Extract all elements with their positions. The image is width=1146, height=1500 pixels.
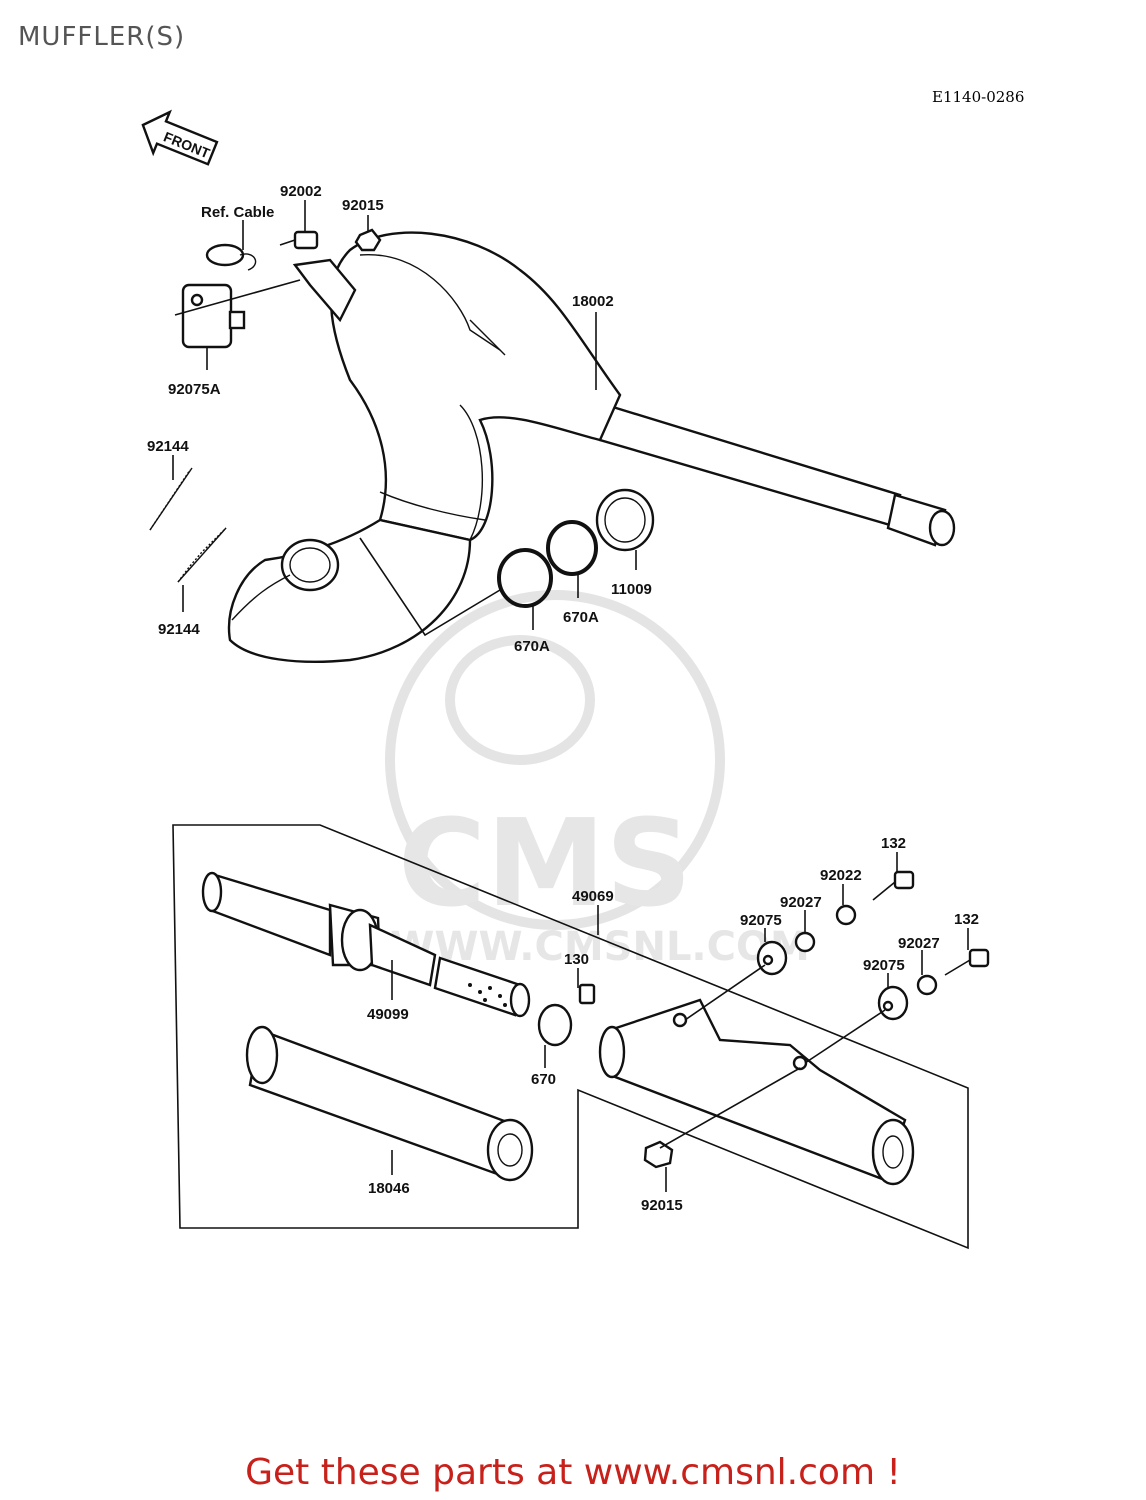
callout-92075-a: 92075 [740,912,782,929]
plug-130 [578,983,596,1005]
expansion-chamber-18002 [227,231,956,663]
page-title: MUFFLER(S) [18,22,186,52]
damper-92075-b [877,985,909,1021]
ring-11009 [595,488,655,552]
collar-92027-a [794,931,816,953]
callout-670A-a: 670A [563,609,599,626]
callout-92027-b: 92027 [898,935,940,952]
front-arrow-icon: FRONT [141,109,219,166]
footer-link[interactable]: Get these parts at www.cmsnl.com ! [245,1452,901,1493]
inner-pipe-49099 [201,871,437,987]
upper-leader-lines [172,200,637,637]
nut-92015-bottom [643,1140,674,1169]
callout-92027-a: 92027 [780,894,822,911]
bolt-132-a [872,870,915,901]
silencer-frame [172,824,969,1250]
ref-cable-clip [205,243,257,271]
callout-92015-top: 92015 [342,197,384,214]
gasket-670A-b [546,520,598,576]
damper-92075A [181,283,246,349]
callout-92075A: 92075A [168,381,221,398]
damper-92075-a [756,940,788,976]
callout-670: 670 [531,1071,556,1088]
callout-130: 130 [564,951,589,968]
nut-92015-top [354,228,382,252]
callout-labels: 92002 92015 Ref. Cable 18002 92075A 9214… [147,183,979,1214]
silencer-body-49069 [598,998,915,1186]
callout-92022: 92022 [820,867,862,884]
packing-18046 [245,1025,534,1182]
callout-92015-bottom: 92015 [641,1197,683,1214]
cms-watermark: CMS WWW.CMSNL.COM [385,590,810,970]
callout-92002: 92002 [280,183,322,200]
callout-132-a: 132 [881,835,906,852]
collar-92027-b [916,974,938,996]
gasket-670A-a [497,548,553,608]
lower-leader-lines [391,852,969,1192]
svg-text:WWW.CMSNL.COM: WWW.CMSNL.COM [390,924,810,970]
callout-49069: 49069 [572,888,614,905]
parts-diagram: CMS WWW.CMSNL.COM FRONT [141,109,990,1250]
callout-132-b: 132 [954,911,979,928]
spring-92144-b [177,527,227,583]
o-ring-670 [537,1003,573,1047]
drawing-code: E1140-0286 [932,88,1025,106]
callout-18002: 18002 [572,293,614,310]
callout-ref-cable: Ref. Cable [201,204,274,221]
callout-92075-b: 92075 [863,957,905,974]
callout-92144-a: 92144 [147,438,189,455]
perforated-pipe [433,956,531,1018]
bolt-92002 [279,230,319,250]
callout-11009: 11009 [611,581,652,598]
svg-text:CMS: CMS [398,795,692,934]
spring-92144-a [149,467,193,531]
callout-92144-b: 92144 [158,621,200,638]
bolt-132-b [944,948,990,976]
callout-670A-b: 670A [514,638,550,655]
callout-18046: 18046 [368,1180,410,1197]
callout-49099: 49099 [367,1006,409,1023]
washer-92022 [835,904,857,926]
